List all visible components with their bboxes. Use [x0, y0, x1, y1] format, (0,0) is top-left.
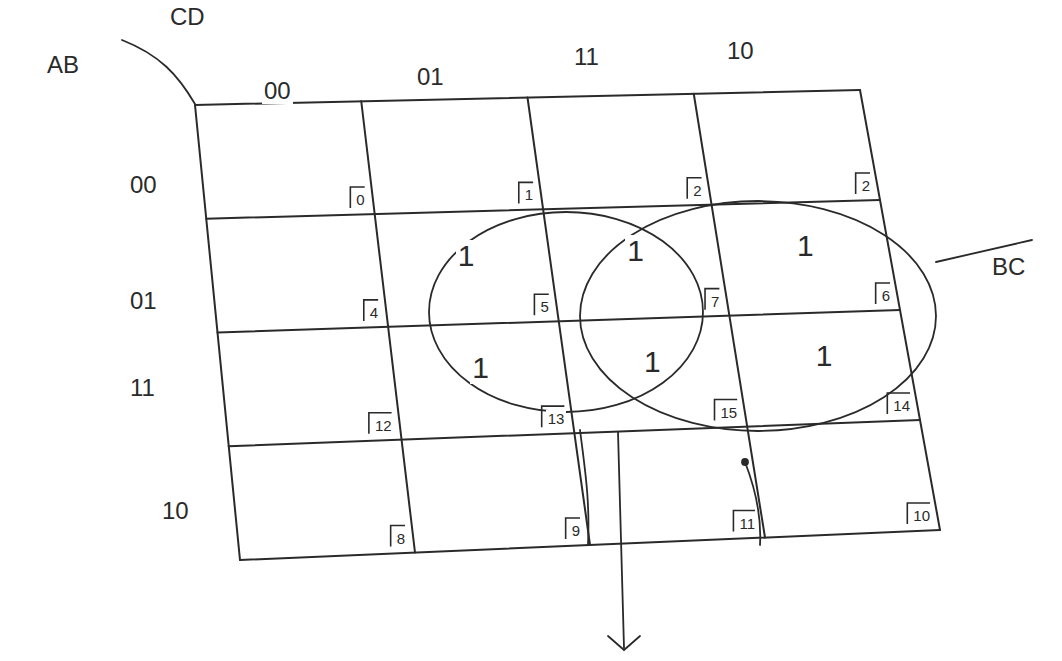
cell-number: 10 — [911, 507, 932, 524]
cell-number: 9 — [570, 522, 582, 539]
cell-brackets — [350, 173, 930, 547]
cell-number: 15 — [719, 404, 740, 421]
variable-name: CD — [168, 4, 207, 30]
group-loop — [429, 212, 703, 412]
variable-name: AB — [45, 52, 81, 78]
cell-value: 1 — [814, 340, 835, 372]
cell-number: 4 — [368, 304, 380, 321]
stray-line — [745, 462, 760, 545]
column-code: 11 — [572, 44, 601, 70]
cell-value: 1 — [795, 230, 816, 262]
row-code: 11 — [128, 375, 157, 401]
arrow-head — [608, 636, 640, 650]
column-code: 10 — [725, 38, 756, 64]
cell-value: 1 — [456, 240, 477, 272]
column-code: 00 — [262, 78, 293, 104]
cell-number: 2 — [691, 182, 703, 199]
cell-number: 14 — [891, 397, 912, 414]
cell-number: 1 — [523, 186, 535, 203]
cell-number: 2 — [860, 177, 872, 194]
dot — [742, 459, 748, 465]
k-map-grid — [195, 90, 940, 560]
down-arrow-line — [618, 432, 624, 648]
cell-number: 11 — [737, 515, 757, 532]
group-loop — [580, 201, 936, 431]
cell-number: 7 — [709, 293, 721, 310]
cell-number: 8 — [395, 530, 407, 547]
cell-number: 6 — [880, 287, 892, 304]
column-code: 01 — [415, 64, 446, 90]
cell-value: 1 — [470, 352, 491, 384]
grid-line — [694, 94, 765, 538]
grid-line — [860, 90, 940, 530]
cell-value: 1 — [625, 235, 646, 267]
corner-leader — [122, 40, 195, 104]
cell-number: 5 — [538, 298, 550, 315]
row-code: 01 — [128, 288, 159, 314]
row-code: 10 — [160, 498, 191, 524]
group-label: BC — [990, 254, 1027, 280]
annotations — [122, 40, 1032, 650]
cell-number: 13 — [546, 410, 567, 427]
cell-number: 12 — [373, 417, 394, 434]
grid-line — [240, 530, 940, 560]
cell-value: 1 — [642, 346, 663, 378]
cell-number: 0 — [354, 191, 366, 208]
row-code: 00 — [128, 172, 159, 198]
grid-line — [218, 310, 901, 333]
